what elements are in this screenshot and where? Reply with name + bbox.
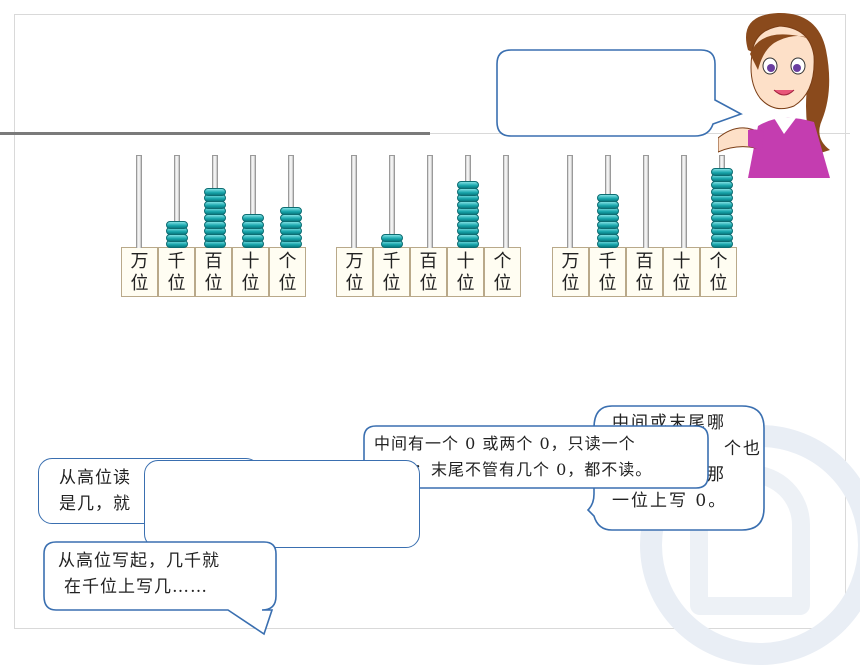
abacus-rod: [174, 155, 180, 248]
abacus-rod: [427, 155, 433, 248]
place-cell-ge: 个位: [269, 247, 306, 297]
write-rule-bubble-shape: [43, 541, 277, 636]
abacus-bead: [166, 220, 188, 229]
teacher-girl-icon: [718, 12, 830, 178]
slide-frame: [14, 14, 846, 629]
abacus-rod: [288, 155, 294, 248]
abacus-2: 万位 千位 百位 十位 个位: [336, 150, 528, 302]
read-rule-line-2: 是几，就: [59, 494, 131, 514]
abacus-bead: [711, 181, 733, 189]
abacus-bead: [457, 181, 479, 189]
zero-write-line-2: 个也: [724, 439, 762, 459]
abacus-rod: [643, 155, 649, 248]
place-cell-ge: 个位: [700, 247, 737, 297]
abacus-bead: [381, 233, 403, 242]
answer-box[interactable]: [144, 460, 420, 548]
write-rule-line-2: 在千位上写几……: [64, 577, 208, 597]
empty-speech-bubble-top[interactable]: [495, 48, 747, 140]
abacus-bead: [280, 214, 302, 222]
zero-read-line-1: 中间有一个 0 或两个 0，只读一个: [374, 434, 636, 453]
place-cell-wan: 万位: [336, 247, 373, 297]
divider-line: [0, 132, 430, 135]
abacus-rod: [250, 155, 256, 248]
write-rule-line-1: 从高位写起，几千就: [58, 551, 220, 571]
abacus-1-base: 万位 千位 百位 十位 个位: [121, 247, 306, 299]
place-cell-qian: 千位: [158, 247, 195, 297]
abacus-bead: [597, 194, 619, 203]
abacus-bead: [204, 214, 226, 222]
abacus-rod: [567, 155, 573, 248]
abacus-rod: [681, 155, 687, 248]
abacus-rod: [351, 155, 357, 248]
place-cell-qian: 千位: [373, 247, 410, 297]
abacus-bead: [711, 167, 733, 176]
abacus-3: 万位 千位 百位 十位 个位: [552, 150, 744, 302]
place-cell-bai: 百位: [195, 247, 232, 297]
write-rule-text: 从高位写起，几千就 在千位上写几……: [58, 548, 278, 600]
place-cell-ge: 个位: [484, 247, 521, 297]
zero-read-text: 中间有一个 0 或两个 0，只读一个 ；末尾不管有几个 0，都不读。: [374, 431, 710, 483]
zero-read-line-2: ；末尾不管有几个 0，都不读。: [414, 460, 653, 479]
abacus-rod: [136, 155, 142, 248]
abacus-bead: [204, 187, 226, 196]
abacus-rod: [503, 155, 509, 248]
abacus-rod: [389, 155, 395, 248]
place-cell-qian: 千位: [589, 247, 626, 297]
place-cell-wan: 万位: [121, 247, 158, 297]
abacus-bead: [280, 207, 302, 216]
abacus-bead: [242, 214, 264, 222]
abacus-bead: [711, 214, 733, 222]
place-cell-bai: 百位: [626, 247, 663, 297]
abacus-3-base: 万位 千位 百位 十位 个位: [552, 247, 737, 299]
place-cell-bai: 百位: [410, 247, 447, 297]
abacus-bead: [457, 214, 479, 222]
abacus-bead: [597, 214, 619, 222]
abacus-1: 万位 千位 百位 十位 个位: [121, 150, 313, 302]
place-cell-shi: 十位: [447, 247, 484, 297]
zero-write-line-4: 一位上写 0。: [612, 491, 728, 511]
abacus-2-base: 万位 千位 百位 十位 个位: [336, 247, 521, 299]
read-rule-line-1: 从高位读: [59, 468, 131, 488]
place-cell-wan: 万位: [552, 247, 589, 297]
place-cell-shi: 十位: [663, 247, 700, 297]
place-cell-shi: 十位: [232, 247, 269, 297]
